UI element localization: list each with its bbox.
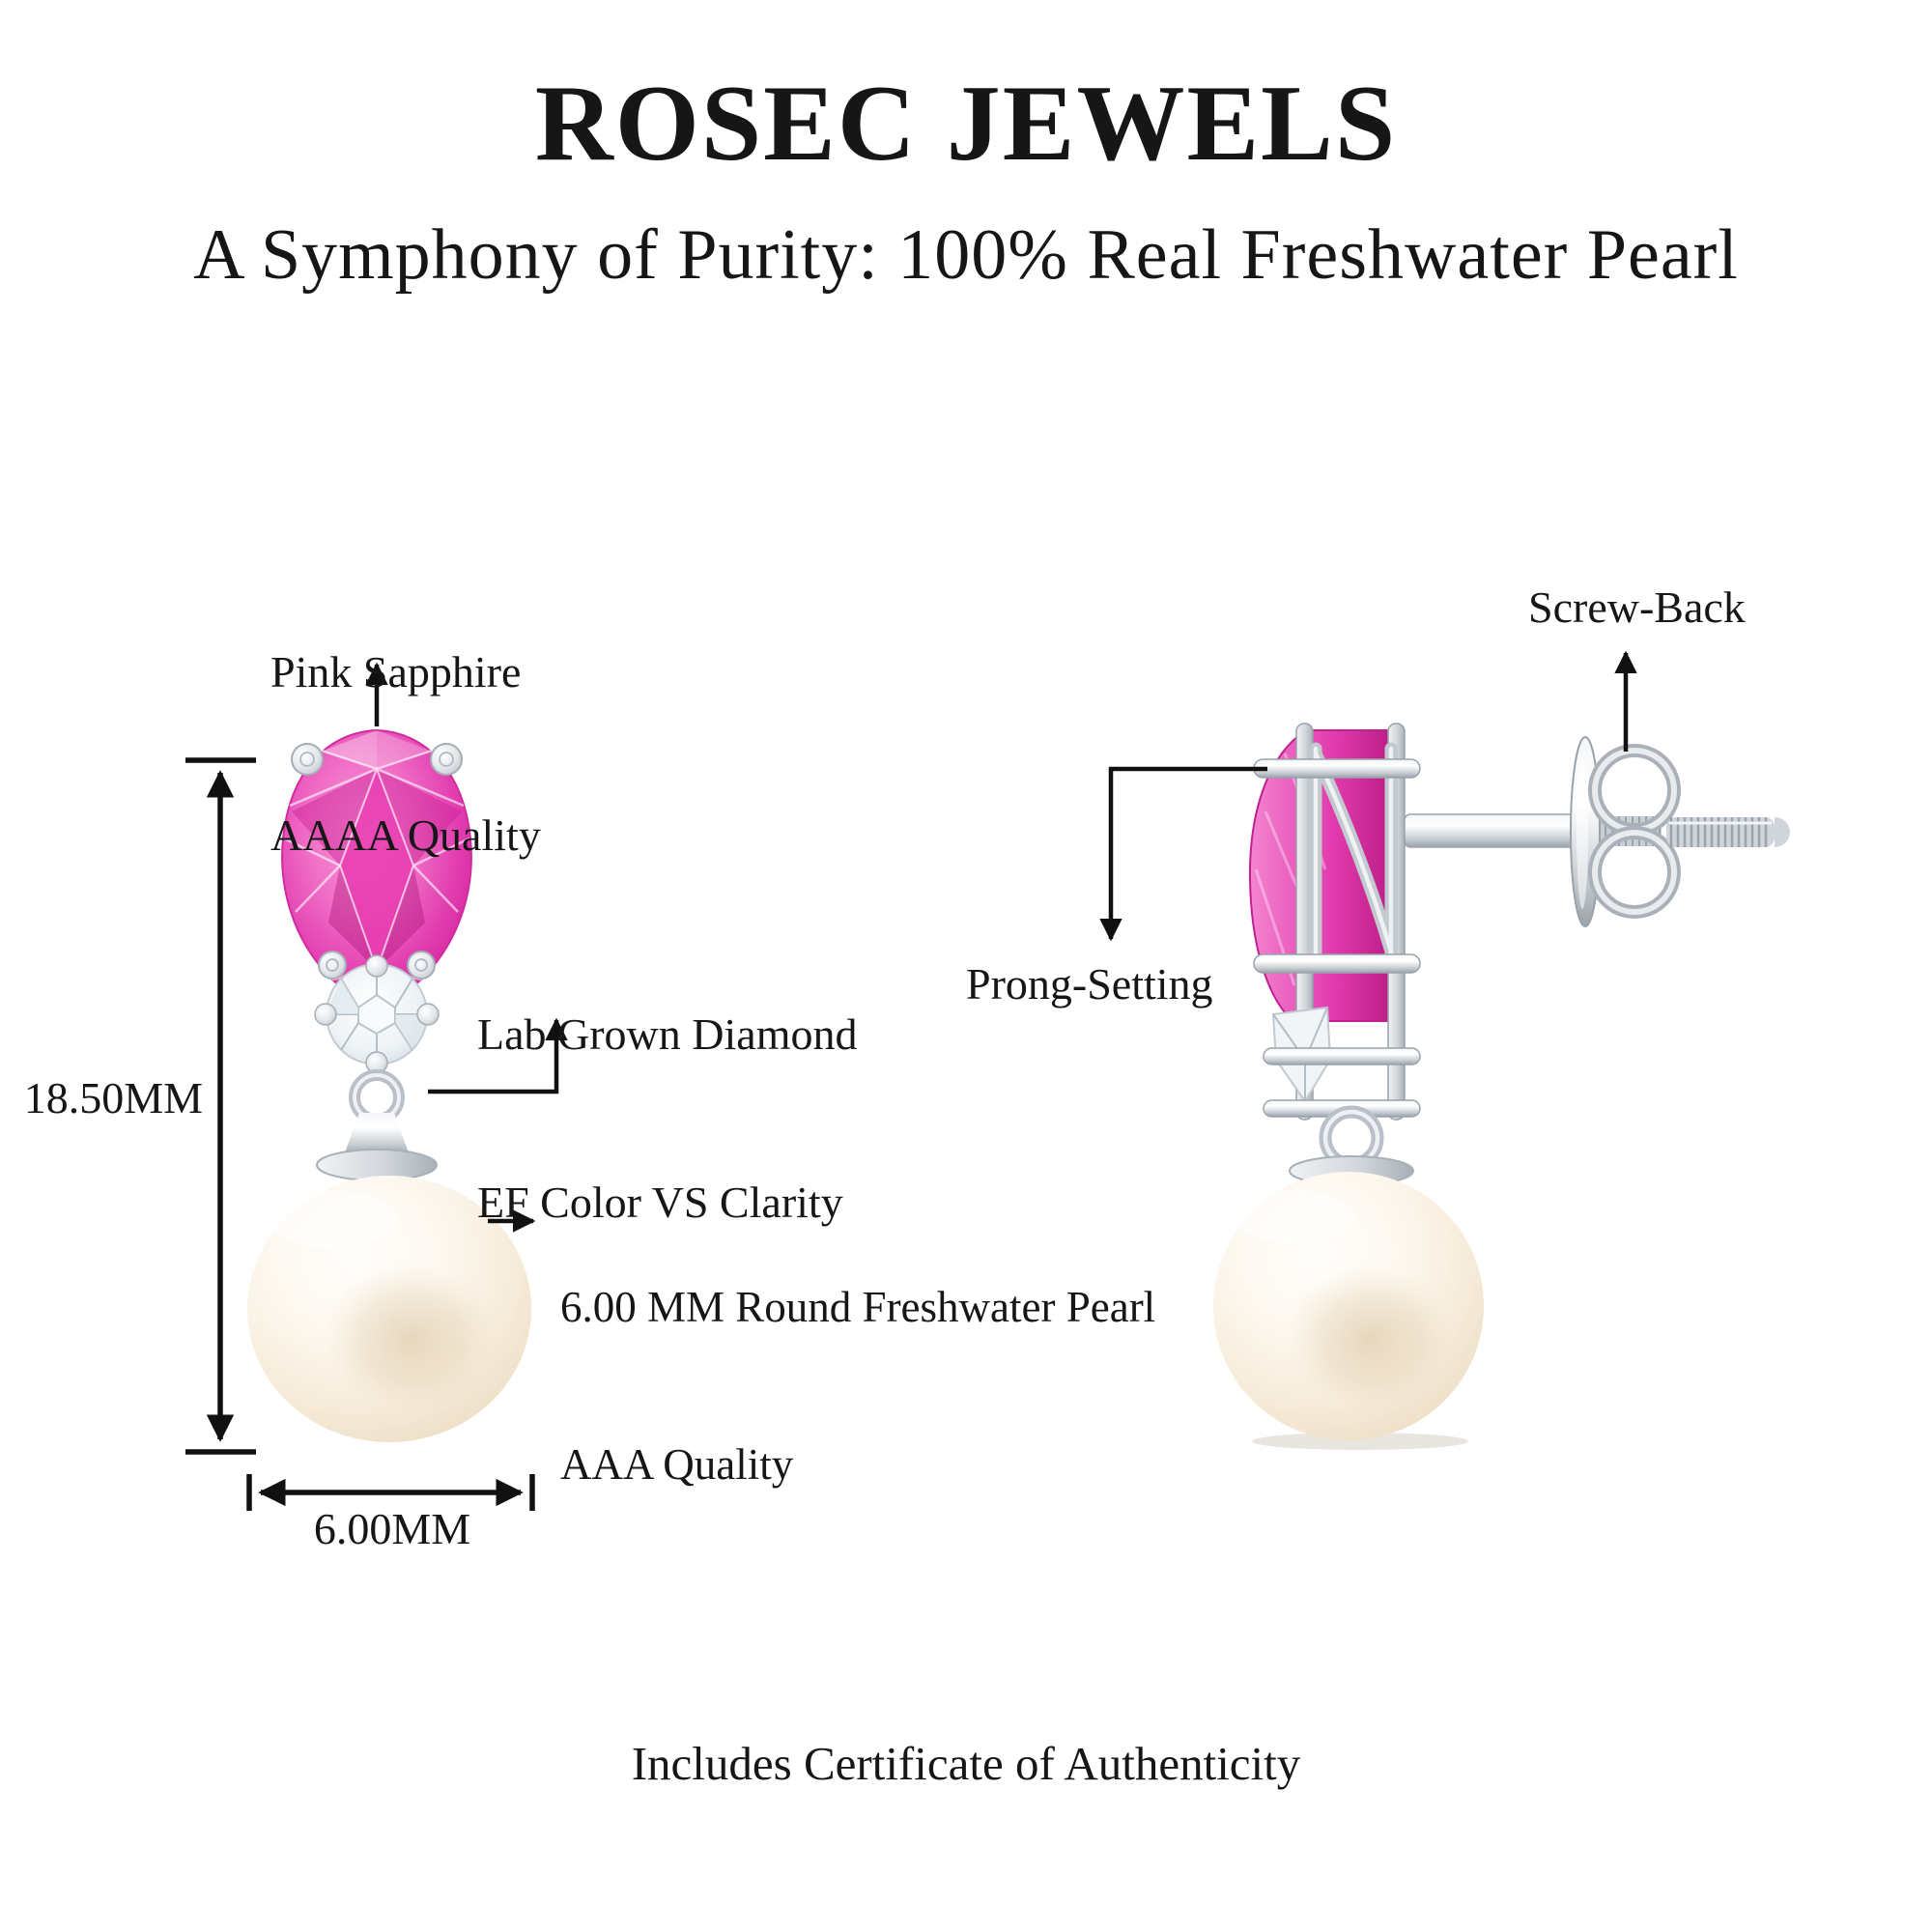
sapphire-callout-label: Pink Sapphire AAAA Quality	[270, 537, 541, 971]
prong-bar	[1253, 953, 1421, 974]
freshwater-pearl	[247, 1176, 531, 1442]
pearl-cap	[316, 1149, 438, 1181]
diamond-callout-label: Lab Grown Diamond EF Color VS Clarity	[477, 895, 857, 1343]
butterfly-clutch	[1588, 744, 1681, 919]
prong-bars	[1253, 758, 1421, 1118]
sapphire-callout-line1: Pink Sapphire	[270, 647, 522, 697]
freshwater-pearl-side	[1213, 1172, 1484, 1440]
pearl-callout-line2: AAA Quality	[560, 1439, 794, 1489]
callout-arrows	[365, 650, 1637, 1233]
diamond-prongs	[314, 954, 440, 1074]
prong-icon	[407, 951, 436, 980]
prong-icon	[416, 1003, 440, 1026]
bail-link	[344, 1069, 410, 1155]
prong-bar	[1263, 1047, 1421, 1065]
prong-bar	[1253, 758, 1421, 779]
prong-setting-callout-label: Prong-Setting	[966, 959, 1213, 1009]
pearl-shadow	[1252, 1433, 1468, 1450]
screw-back-callout-label: Screw-Back	[1528, 582, 1746, 632]
lab-diamond-round	[314, 954, 440, 1074]
earring-side-view	[1213, 723, 1790, 1450]
earring-front-view	[247, 728, 531, 1442]
back-disc-highlight	[1577, 754, 1588, 909]
prong-setting-callout-arrow	[1099, 766, 1267, 942]
pearl-callout-label: 6.00 MM Round Freshwater Pearl AAA Quali…	[560, 1188, 1155, 1584]
tagline: A Symphony of Purity: 100% Real Freshwat…	[193, 215, 1739, 295]
height-measurement-label: 18.50MM	[23, 1073, 203, 1122]
ear-post	[1404, 813, 1577, 848]
prong-icon	[430, 743, 463, 776]
measurement-lines	[185, 757, 535, 1511]
diamond-callout-line1: Lab Grown Diamond	[477, 1009, 858, 1059]
screw-thread	[1666, 816, 1790, 847]
width-measurement-label: 6.00MM	[313, 1504, 471, 1553]
sapphire-prongs	[291, 743, 463, 980]
sapphire-callout-line2: AAAA Quality	[270, 810, 541, 860]
prong-icon	[291, 743, 324, 776]
prong-icon	[318, 951, 347, 980]
pink-sapphire-pear	[281, 728, 472, 1010]
diamond-callout-line2: EF Color VS Clarity	[477, 1177, 843, 1227]
certificate-note: Includes Certificate of Authenticity	[631, 1737, 1301, 1790]
pearl-callout-line1: 6.00 MM Round Freshwater Pearl	[560, 1283, 1156, 1331]
prong-icon	[314, 1003, 337, 1026]
thread-tip	[1775, 816, 1790, 847]
brand-title: ROSEC JEWELS	[534, 64, 1398, 184]
diamond-callout-arrow	[428, 1017, 568, 1094]
prong-icon	[365, 954, 388, 978]
